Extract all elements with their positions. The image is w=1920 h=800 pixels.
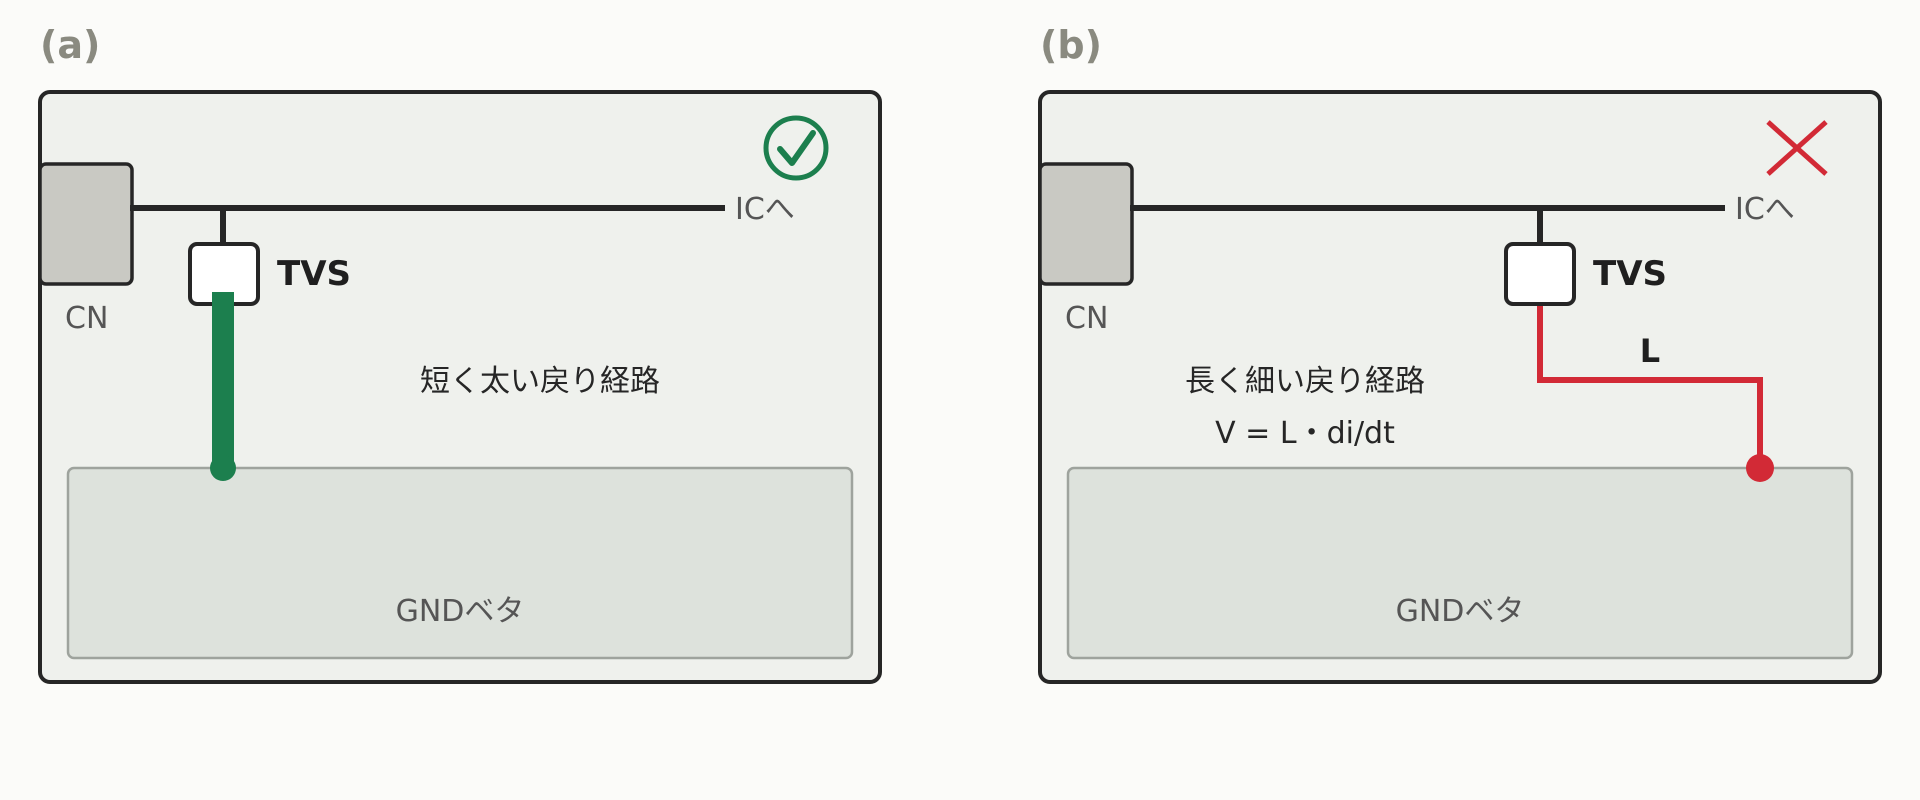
- connector-label-b: CN: [1065, 301, 1108, 336]
- panel-b-label: (b): [1040, 23, 1102, 67]
- tvs-label-b: TVS: [1593, 254, 1667, 294]
- gnd-via-b: [1746, 454, 1774, 482]
- return-path-pad-a: [212, 292, 234, 306]
- gnd-plane-b: [1066, 466, 1854, 660]
- ic-label-b: ICへ: [1735, 192, 1795, 227]
- gnd-plane-label-b: GNDベタ: [1396, 594, 1525, 629]
- formula-b: V = L・di/dt: [1215, 416, 1395, 451]
- panel-a: (a) GNDベタ CN ICへ TVS 短く太い戻り経路: [38, 23, 882, 684]
- ic-label-a: ICへ: [735, 192, 795, 227]
- gnd-plane-a: [66, 466, 854, 660]
- connector-a: [38, 162, 134, 286]
- connector-label-a: CN: [65, 301, 108, 336]
- panel-a-label: (a): [40, 23, 100, 67]
- return-path-long-thin: [1537, 300, 1763, 466]
- tvs-diode-b: [1504, 242, 1576, 306]
- gnd-via-a: [210, 455, 236, 481]
- gnd-plane-label-a: GNDベタ: [396, 594, 525, 629]
- caption-a: 短く太い戻り経路: [420, 364, 660, 399]
- inductance-label: L: [1640, 332, 1660, 370]
- panel-b: (b) GNDベタ CN ICへ TVS L 長く細い戻り経路 V = L・di…: [1038, 23, 1882, 684]
- connector-b: [1038, 162, 1134, 286]
- check-circle-icon: [763, 115, 829, 181]
- tvs-label-a: TVS: [277, 254, 351, 294]
- cross-icon: [1766, 120, 1828, 176]
- caption-b: 長く細い戻り経路: [1185, 364, 1425, 399]
